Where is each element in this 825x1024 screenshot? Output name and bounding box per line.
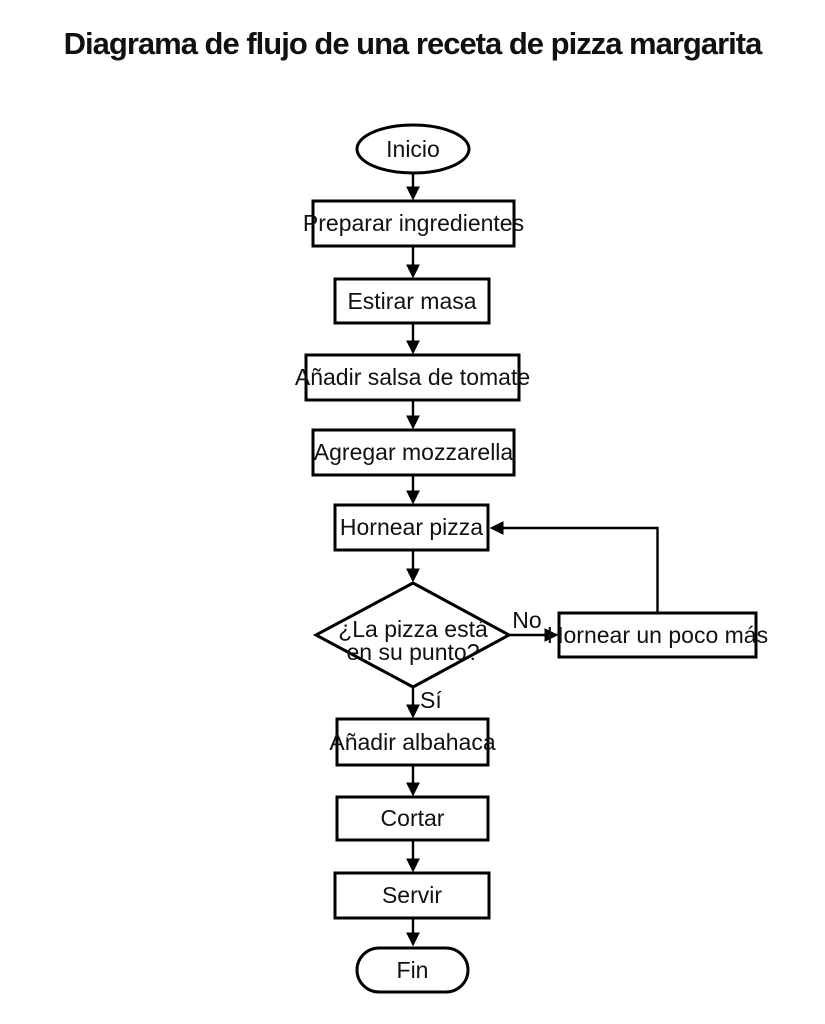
edge-label-no: No bbox=[512, 607, 541, 633]
process-serve-shape bbox=[333, 871, 491, 920]
node-bake-more: Hornear un poco más bbox=[547, 611, 768, 659]
process-bakemore-shape bbox=[557, 611, 758, 659]
process-cut-shape bbox=[335, 795, 490, 842]
terminator-start-shape bbox=[355, 123, 471, 175]
node-serve-label: Servir bbox=[382, 882, 442, 908]
node-sauce-label: Añadir salsa de tomate bbox=[295, 364, 530, 390]
terminator-end-shape bbox=[355, 946, 470, 994]
node-prepare-ingredients: Preparar ingredientes bbox=[303, 199, 524, 248]
node-cut: Cortar bbox=[335, 795, 490, 842]
node-serve: Servir bbox=[333, 871, 491, 920]
node-add-mozzarella: Agregar mozzarella bbox=[311, 428, 516, 477]
node-start-label: Inicio bbox=[386, 136, 440, 162]
node-stretch-dough: Estirar masa bbox=[333, 277, 491, 325]
node-end: Fin bbox=[355, 946, 470, 994]
process-stretch-shape bbox=[333, 277, 491, 325]
edge-bakemore-loop-to-bake bbox=[489, 521, 659, 613]
node-start: Inicio bbox=[355, 123, 471, 175]
process-basil-shape bbox=[335, 717, 490, 767]
node-cheese-label: Agregar mozzarella bbox=[314, 439, 514, 465]
decision-diamond-shape bbox=[312, 581, 513, 689]
node-decision-label-line1: ¿La pizza está bbox=[338, 616, 488, 642]
node-add-tomato-sauce: Añadir salsa de tomate bbox=[295, 353, 530, 402]
flow-edges bbox=[406, 173, 659, 947]
node-stretch-label: Estirar masa bbox=[347, 288, 476, 314]
process-prepare-shape bbox=[311, 199, 516, 248]
node-bake-pizza: Hornear pizza bbox=[333, 503, 490, 552]
node-decision-pizza-ready: ¿La pizza está en su punto? bbox=[312, 581, 513, 689]
node-end-label: Fin bbox=[397, 957, 429, 983]
node-add-basil: Añadir albahaca bbox=[329, 717, 496, 767]
edge-label-yes: Sí bbox=[420, 687, 442, 713]
node-bakemore-label: Hornear un poco más bbox=[547, 622, 768, 648]
process-cheese-shape bbox=[311, 428, 516, 477]
node-bake-label: Hornear pizza bbox=[340, 514, 483, 540]
node-basil-label: Añadir albahaca bbox=[329, 729, 495, 755]
node-decision-label-line2: en su punto? bbox=[346, 639, 479, 665]
node-prepare-label: Preparar ingredientes bbox=[303, 210, 524, 236]
node-cut-label: Cortar bbox=[381, 805, 445, 831]
process-sauce-shape bbox=[304, 353, 521, 402]
process-bake-shape bbox=[333, 503, 490, 552]
page-title: Diagrama de flujo de una receta de pizza… bbox=[63, 26, 763, 61]
